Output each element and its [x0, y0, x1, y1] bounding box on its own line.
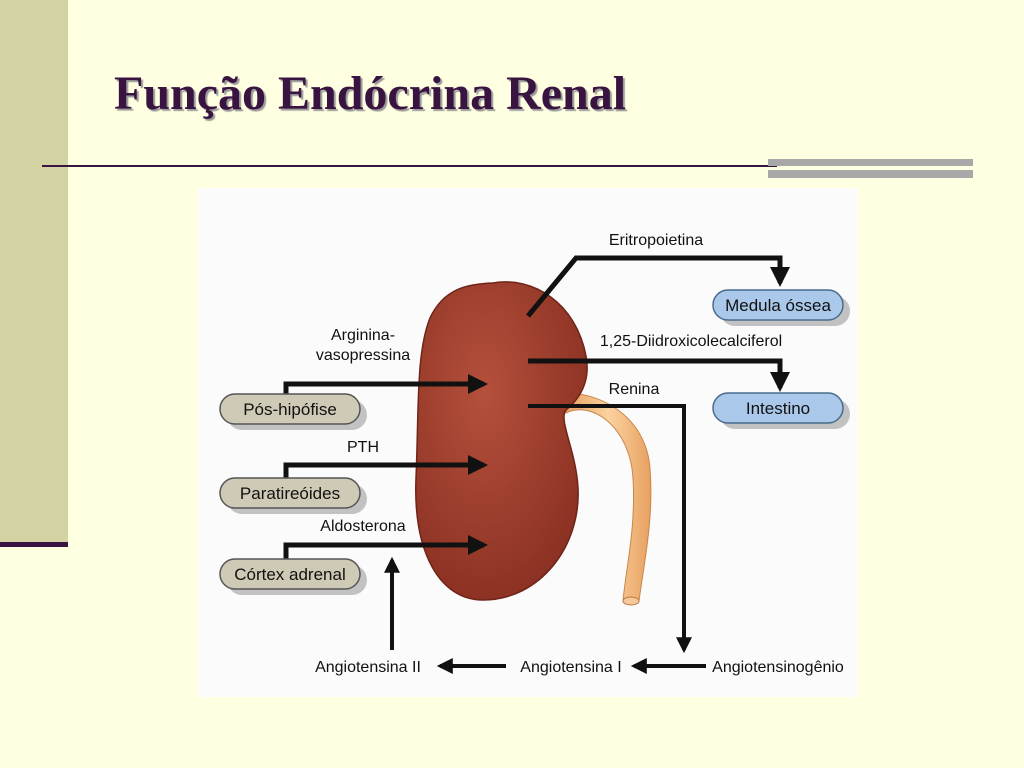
renal-endocrine-diagram: Pós-hipófise Paratireóides Córtex adrena…: [198, 188, 858, 697]
label-aldosterona: Aldosterona: [320, 518, 405, 535]
side-accent-line: [0, 542, 68, 547]
label-angiotensinogenio: Angiotensinogênio: [712, 659, 844, 676]
label-angiotensina-ii: Angiotensina II: [315, 659, 421, 676]
title-divider: [42, 165, 777, 167]
side-band: [0, 0, 68, 545]
decorative-bar-bottom: [768, 170, 973, 178]
box-paratireoides: Paratireóides: [219, 477, 367, 514]
box-cortex-adrenal-label: Córtex adrenal: [234, 565, 346, 584]
label-angiotensina-i: Angiotensina I: [520, 659, 621, 676]
box-cortex-adrenal: Córtex adrenal: [219, 558, 367, 595]
arrow-renina: [528, 404, 692, 654]
box-pos-hipofise: Pós-hipófise: [219, 393, 367, 430]
label-arginina-line2: vasopressina: [316, 347, 410, 364]
kidney: [415, 281, 588, 601]
diagram-svg: Pós-hipófise Paratireóides Córtex adrena…: [219, 232, 850, 676]
decorative-bar-top: [768, 159, 973, 166]
box-intestino: Intestino: [712, 392, 850, 429]
label-pth: PTH: [347, 439, 379, 456]
ureter-end: [622, 596, 640, 606]
arrow-calciferol: [528, 358, 790, 392]
box-medula-ossea: Medula óssea: [712, 289, 850, 326]
label-arginina-line1: Arginina-: [331, 327, 395, 344]
box-paratireoides-label: Paratireóides: [240, 484, 340, 503]
label-renina: Renina: [609, 381, 660, 398]
box-medula-ossea-label: Medula óssea: [725, 296, 831, 315]
label-eritropoietina: Eritropoietina: [609, 232, 703, 249]
box-intestino-label: Intestino: [746, 399, 810, 418]
arrow-eritropoietina: [526, 255, 790, 318]
box-pos-hipofise-label: Pós-hipófise: [243, 400, 337, 419]
slide-title: Função Endócrina Renal: [114, 67, 627, 120]
label-calciferol: 1,25-Diidroxicolecalciferol: [600, 333, 782, 350]
